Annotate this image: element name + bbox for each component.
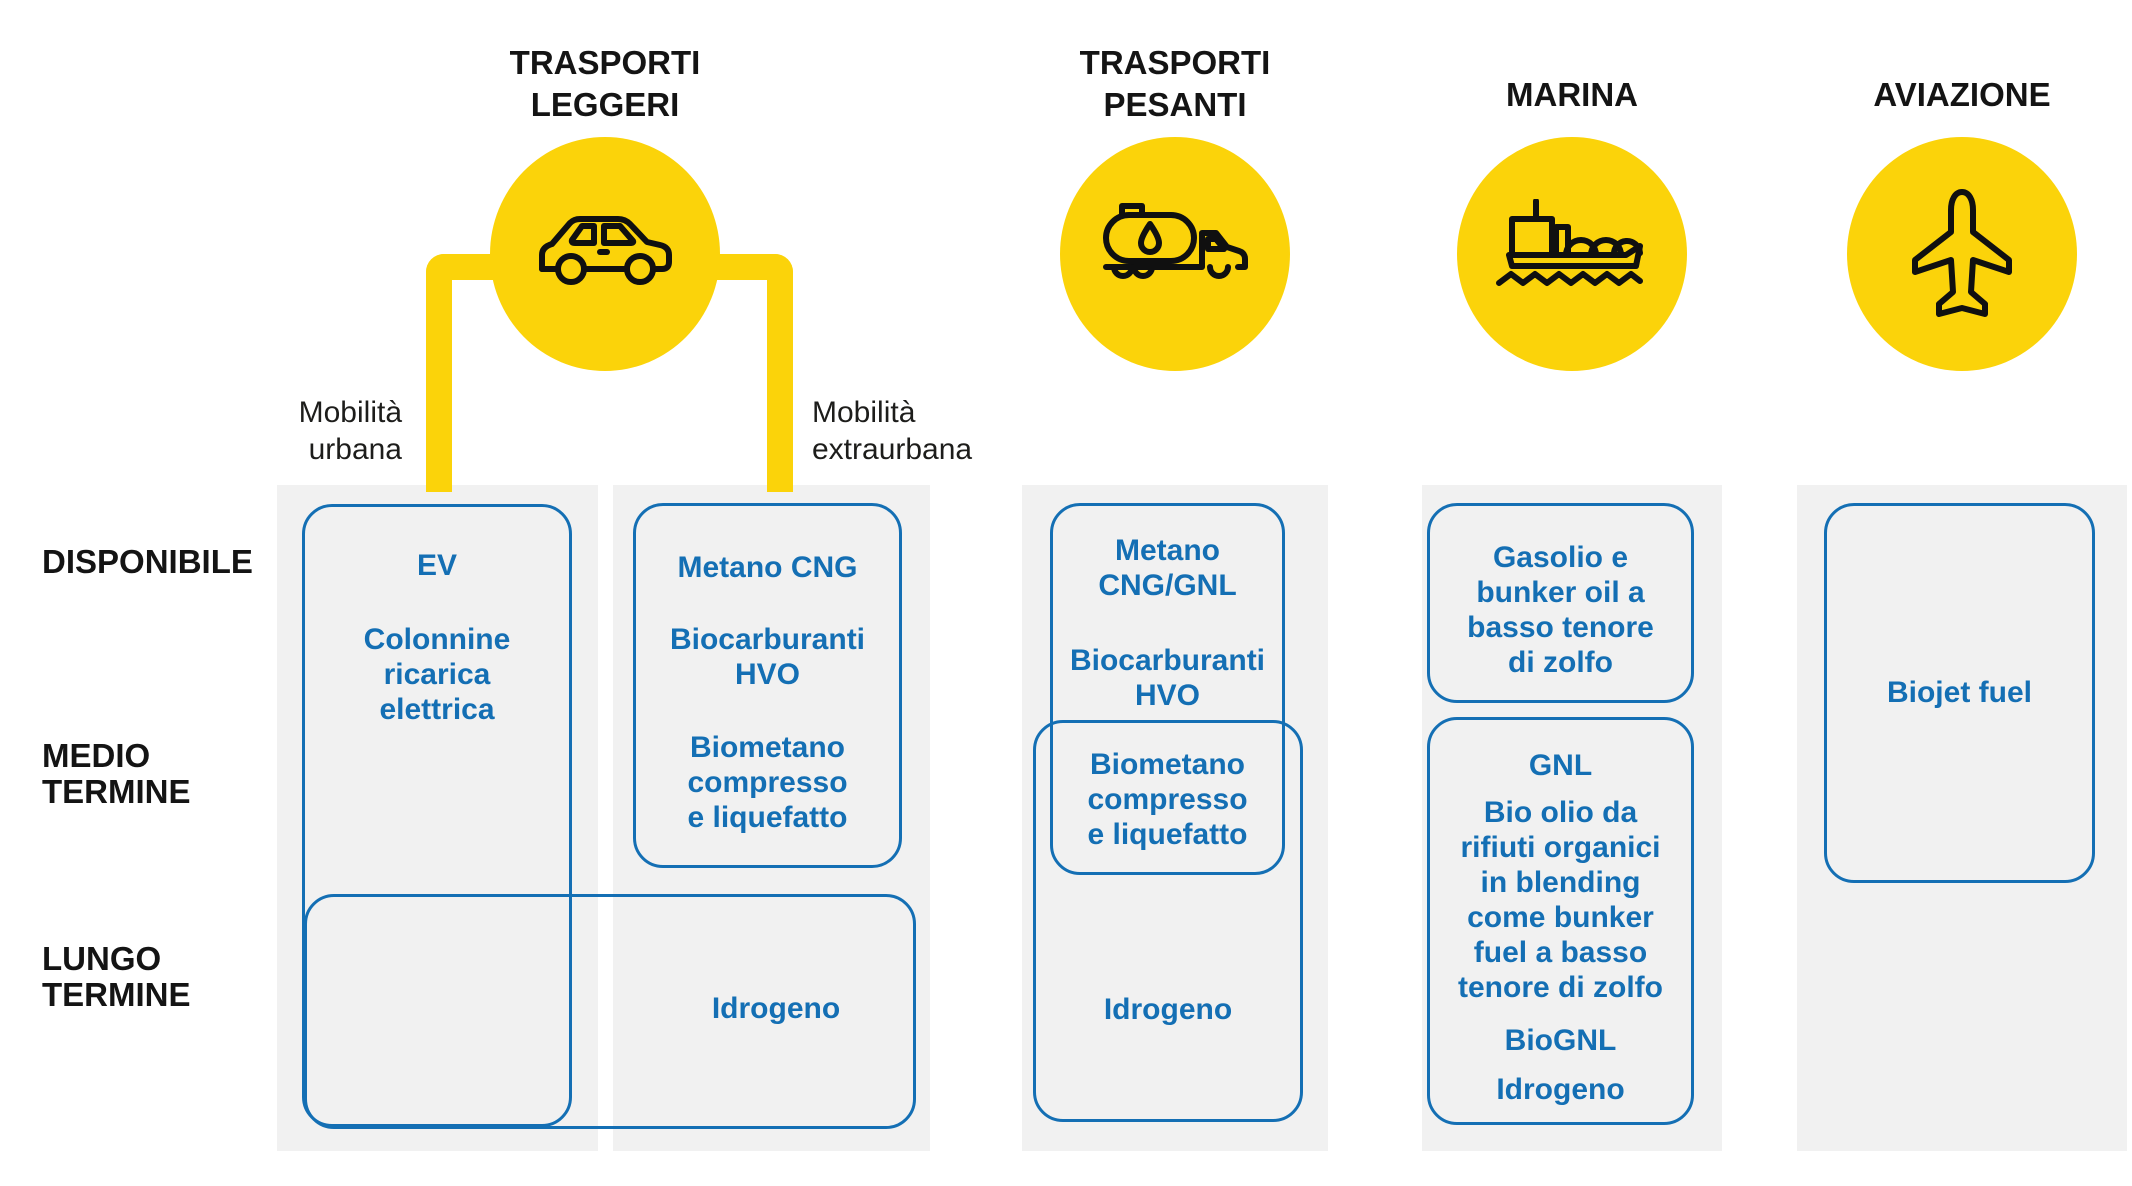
circle-trasporti-leggeri — [490, 137, 720, 371]
panel-leggeri-extraurbana — [613, 485, 930, 1151]
fuelbox-leggeri-lungo-termine: Idrogeno — [304, 894, 916, 1129]
fuel-item: Biometano compresso e liquefatto — [687, 731, 848, 834]
fuelbox-leggeri-extraurbana: Metano CNG Biocarburanti HVO Biometano c… — [633, 503, 902, 868]
fuel-item: Biojet fuel — [1886, 676, 2032, 709]
airplane-icon — [1912, 189, 2012, 317]
panel-pesanti — [1022, 485, 1328, 1151]
tanker-truck-icon — [1103, 203, 1248, 279]
branch-label-mobilita-urbana: Mobilità urbana — [298, 396, 402, 466]
fuel-item: Biometano compresso e liquefatto — [1087, 748, 1248, 851]
car-icon — [539, 216, 672, 285]
panel-leggeri-urbana — [277, 485, 598, 1151]
fuel-item: Colonnine ricarica elettrica — [363, 623, 511, 726]
fuel-item: Biocarburanti HVO — [1069, 644, 1266, 712]
row-label-medio-termine: MEDIO TERMINE — [42, 737, 191, 810]
fuel-item: Idrogeno — [1103, 993, 1233, 1026]
circle-trasporti-pesanti — [1060, 137, 1290, 371]
fuel-item: Metano CNG/GNL — [1098, 534, 1237, 602]
fuel-item: Metano CNG — [677, 551, 858, 584]
fuelbox-pesanti-disponibile: Metano CNG/GNL Biocarburanti HVO Biometa… — [1050, 503, 1285, 875]
branch-label-mobilita-extraurbana: Mobilità extraurbana — [812, 396, 973, 466]
fuelbox-aviazione: Biojet fuel — [1824, 503, 2095, 883]
row-label-lungo-termine: LUNGO TERMINE — [42, 940, 191, 1013]
fuel-item: Biocarburanti HVO — [669, 623, 866, 691]
fuel-item: Idrogeno — [1496, 1073, 1625, 1106]
fuelbox-marina-medio-lungo: GNL Bio olio da rifiuti organici in blen… — [1427, 717, 1694, 1125]
row-label-disponibile: DISPONIBILE — [42, 543, 253, 580]
panel-marina — [1422, 485, 1722, 1151]
header-trasporti-leggeri: TRASPORTI LEGGERI — [509, 44, 701, 123]
fuel-item: EV — [416, 549, 458, 582]
fuel-item: Idrogeno — [711, 992, 841, 1025]
fuelbox-pesanti-lungo-termine: Idrogeno — [1033, 720, 1303, 1122]
fuelbox-leggeri-urbana: EV Colonnine ricarica elettrica — [302, 504, 572, 1127]
header-aviazione: AVIAZIONE — [1873, 76, 2051, 113]
circle-aviazione — [1847, 137, 2077, 371]
fuel-item: Gasolio e bunker oil a basso tenore di z… — [1467, 541, 1654, 679]
fuel-item: GNL — [1528, 749, 1593, 782]
fuelbox-marina-disponibile: Gasolio e bunker oil a basso tenore di z… — [1427, 503, 1694, 703]
panel-aviazione — [1797, 485, 2127, 1151]
header-marina: MARINA — [1506, 76, 1638, 113]
fuel-item: Bio olio da rifiuti organici in blending… — [1458, 796, 1663, 1004]
circle-marina — [1457, 137, 1687, 371]
fuel-item: BioGNL — [1504, 1024, 1617, 1057]
header-trasporti-pesanti: TRASPORTI PESANTI — [1079, 44, 1271, 123]
lng-ship-icon — [1496, 199, 1643, 286]
